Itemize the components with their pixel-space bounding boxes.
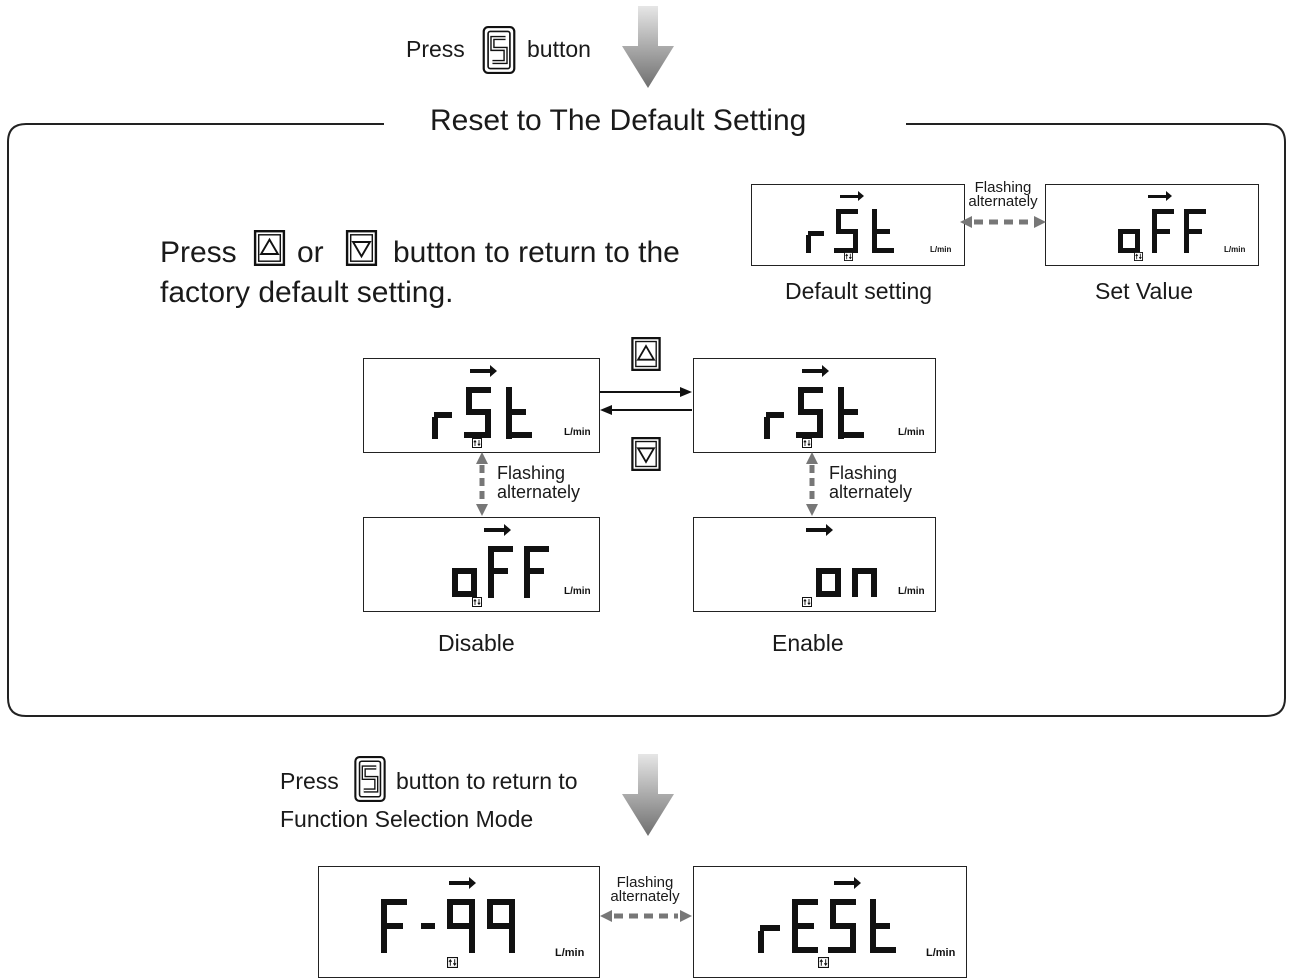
unit-label: L/min <box>898 427 925 438</box>
unit-label: L/min <box>564 586 591 597</box>
lcd-digits-f99 <box>381 877 515 953</box>
unit-label: L/min <box>564 427 591 438</box>
flashing-line1: Flashing <box>616 874 674 891</box>
flashing-line1: Flashing <box>497 463 566 483</box>
bottom-return-label: button to return to <box>396 768 578 794</box>
legend-flashing-line2: alternately <box>968 193 1038 210</box>
down-button-icon <box>345 230 378 266</box>
lcd-digits-rest <box>758 877 896 953</box>
unit-label: L/min <box>555 947 585 959</box>
lcd-rst-enable: L/min <box>693 358 936 453</box>
lcd-set-value: L/min <box>1045 184 1259 266</box>
lcd-digits-on <box>806 524 877 597</box>
caption-disable: Disable <box>438 630 515 656</box>
flashing-line2: alternately <box>610 888 680 905</box>
lcd-f99: L/min <box>318 866 600 978</box>
mode-icon <box>1134 252 1143 261</box>
transition-arrows <box>600 387 692 415</box>
instruction-or: or <box>297 236 324 269</box>
flashing-label-left: Flashing alternately <box>497 464 580 502</box>
mode-icon <box>472 438 482 448</box>
lcd-digits-rst <box>806 191 894 253</box>
lcd-rst-disable: L/min <box>363 358 600 453</box>
lcd-default-setting: L/min <box>751 184 965 266</box>
down-flow-arrow-icon <box>622 6 674 88</box>
mode-icon <box>818 957 829 968</box>
bottom-flashing-text: Flashing alternately <box>600 874 690 905</box>
mode-icon <box>472 597 482 607</box>
bottom-mode-label: Function Selection Mode <box>280 806 534 832</box>
flashing-double-arrow-icon <box>960 216 1046 228</box>
lcd-digits-rst <box>764 365 864 439</box>
lcd-digits-off <box>452 524 549 598</box>
unit-label: L/min <box>926 947 956 959</box>
mode-icon <box>802 597 812 607</box>
mode-icon <box>802 438 812 448</box>
up-button-icon <box>253 230 286 266</box>
top-press-label: Press <box>406 36 465 62</box>
top-button-label: button <box>527 36 591 62</box>
flashing-vertical-arrow-icon <box>476 452 488 516</box>
caption-default-setting: Default setting <box>785 278 933 304</box>
s-button-icon <box>354 756 386 802</box>
bottom-press-label: Press <box>280 768 339 794</box>
instruction-rest: button to return to the <box>393 236 680 269</box>
lcd-rest: L/min <box>693 866 967 978</box>
lcd-on: L/min <box>693 517 936 612</box>
caption-enable: Enable <box>772 630 844 656</box>
mode-icon <box>844 252 853 261</box>
caption-set-value: Set Value <box>1095 278 1194 304</box>
flashing-line1: Flashing <box>829 463 898 483</box>
legend-flashing-line1: Flashing <box>974 179 1032 196</box>
instruction-press: Press <box>160 236 237 269</box>
flashing-vertical-arrow-icon <box>806 452 818 516</box>
unit-label: L/min <box>898 586 925 597</box>
instruction-line2: factory default setting. <box>160 276 454 309</box>
lcd-digits-off <box>1118 191 1206 253</box>
section-title: Reset to The Default Setting <box>430 104 807 137</box>
flashing-label-right: Flashing alternately <box>829 464 912 502</box>
down-flow-arrow-icon <box>622 754 674 836</box>
lcd-off: L/min <box>363 517 600 612</box>
up-button-icon <box>631 337 661 371</box>
unit-label: L/min <box>1224 245 1246 254</box>
flashing-line2: alternately <box>829 482 913 502</box>
down-button-icon <box>631 437 661 471</box>
flashing-line2: alternately <box>497 482 581 502</box>
flashing-double-arrow-icon <box>600 910 692 922</box>
mode-icon <box>447 957 458 968</box>
legend-flashing-text: Flashing alternately <box>962 179 1044 210</box>
unit-label: L/min <box>930 245 952 254</box>
lcd-digits-rst <box>432 365 532 439</box>
